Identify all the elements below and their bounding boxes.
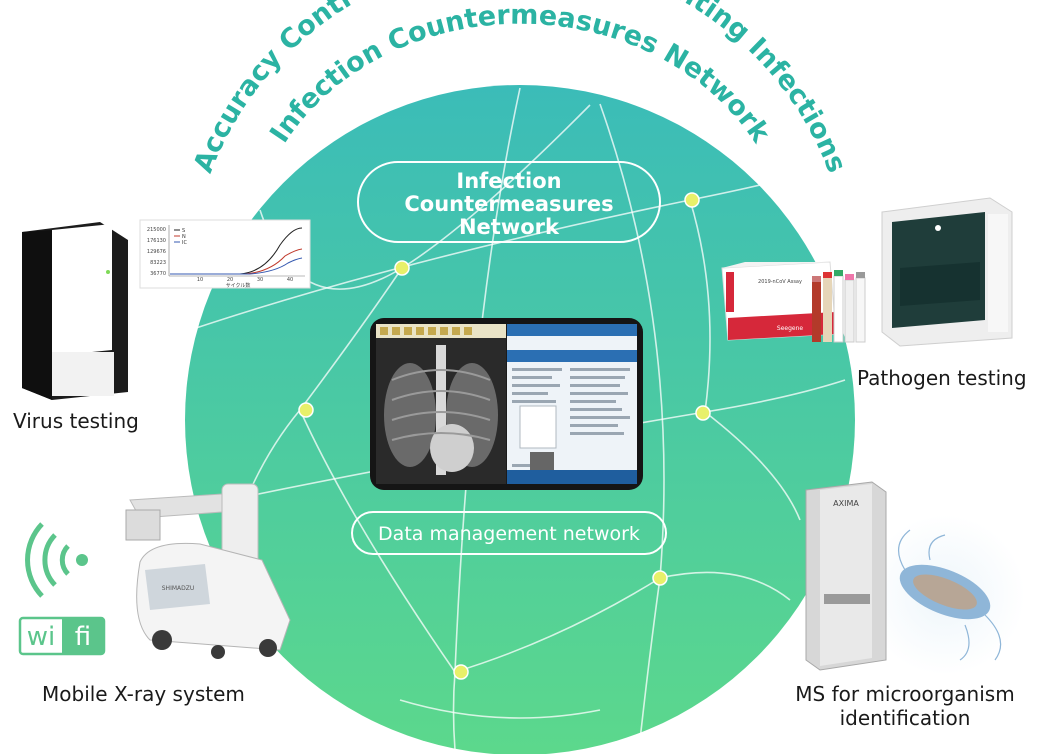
pcr-legend-n: N — [182, 234, 186, 240]
wifi-right: fi — [75, 622, 91, 652]
xray-brand: SHIMADZU — [162, 585, 195, 592]
ms-instrument: AXIMA — [805, 481, 887, 671]
pcr-y-tick: 36770 — [150, 271, 166, 277]
pcr-x-tick: 30 — [257, 277, 263, 283]
data-pill-label: Data management network — [378, 523, 640, 545]
wifi-left: wi — [27, 622, 56, 652]
pathogen-instrument — [881, 197, 1013, 347]
node — [695, 405, 711, 421]
pcr-x-tick: 20 — [227, 277, 233, 283]
network-pill-line2: Countermeasures — [404, 192, 613, 216]
node — [298, 402, 314, 418]
tablet — [370, 318, 643, 490]
node — [394, 260, 410, 276]
pcr-y-tick: 176130 — [147, 238, 166, 244]
pcr-x-tick: 40 — [287, 277, 293, 283]
wifi-icon: wi fi — [18, 522, 106, 656]
pcr-axis-label: サイクル数 — [226, 282, 251, 289]
network-pill-line3: Network — [459, 215, 560, 239]
network-pill-line1: Infection — [456, 169, 561, 193]
network-lines — [189, 87, 846, 751]
pcr-x-tick: 10 — [197, 277, 203, 283]
pcr-chart: 215000 176130 129676 83223 36770 10 20 3… — [139, 219, 311, 289]
node — [652, 570, 668, 586]
label-mobile-xray: Mobile X-ray system — [42, 682, 245, 706]
label-virus-testing: Virus testing — [13, 409, 139, 433]
network-pill: Infection Countermeasures Network — [357, 161, 661, 243]
data-pill: Data management network — [351, 511, 667, 555]
bacterium-illustration — [865, 515, 1025, 675]
label-pathogen-testing: Pathogen testing — [857, 366, 1027, 390]
pathogen-brand: Seegene — [777, 325, 803, 332]
pcr-y-tick: 129676 — [147, 249, 166, 255]
label-ms-line1: MS for microorganism — [795, 682, 1015, 706]
pathogen-kit: Seegene 2019-nCoV Assay — [721, 261, 866, 343]
label-ms-line2: identification — [839, 706, 971, 730]
node — [684, 192, 700, 208]
network-nodes — [298, 192, 711, 680]
pcr-y-tick: 215000 — [147, 227, 166, 233]
ms-brand: AXIMA — [833, 499, 859, 508]
virus-testing-device — [22, 222, 128, 400]
node — [453, 664, 469, 680]
mobile-xray-device: SHIMADZU — [125, 483, 291, 659]
pcr-y-tick: 83223 — [150, 260, 166, 266]
pcr-legend-ic: IC — [182, 240, 187, 246]
pathogen-product: 2019-nCoV Assay — [758, 279, 802, 285]
pcr-legend-s: S — [182, 228, 185, 234]
